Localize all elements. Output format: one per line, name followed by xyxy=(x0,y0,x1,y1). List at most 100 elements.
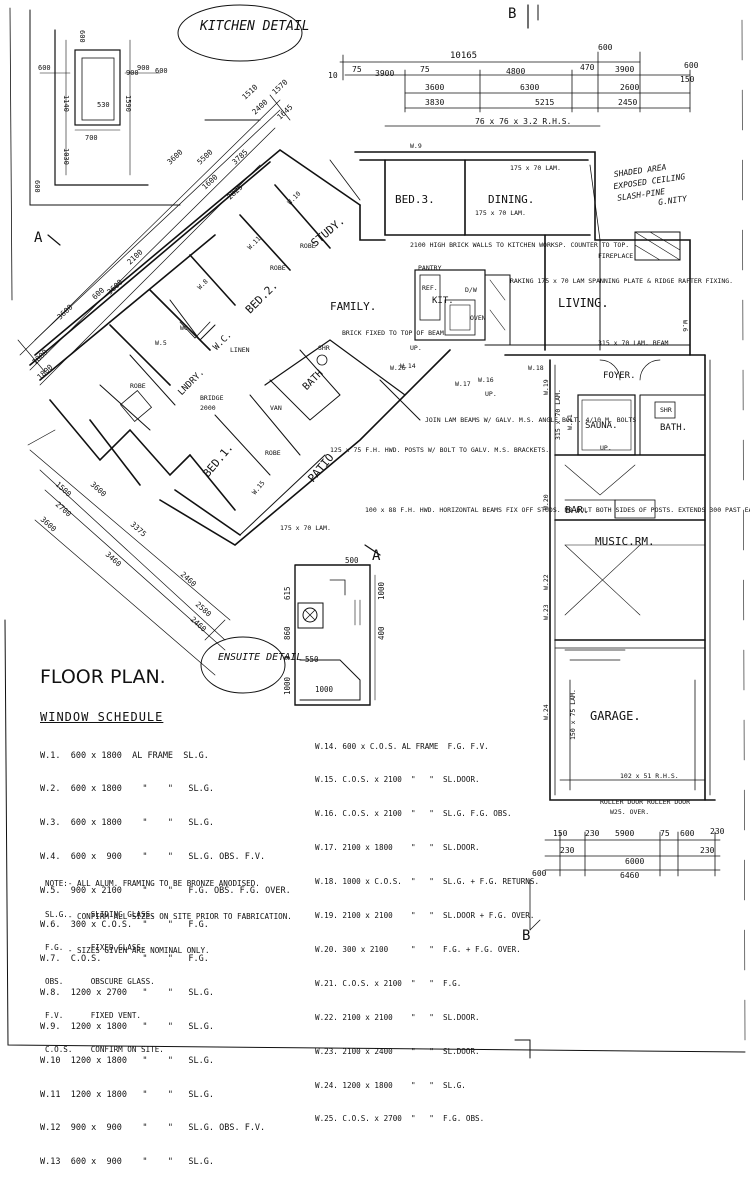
diag-left-1: 600 xyxy=(90,285,106,301)
diag-left-5: 2100 xyxy=(125,247,145,266)
dim-bot-row2-2: 230 xyxy=(700,846,715,855)
w-label-w21: W.21 xyxy=(566,414,574,430)
dim-top-row2-1: 6300 xyxy=(520,83,539,92)
ws1-row-11: W.11 1200 x 1800 " " SL.G. xyxy=(40,1089,214,1100)
kd-dim-2: 1140 xyxy=(62,95,70,112)
dim-top-row3-2: 2450 xyxy=(618,98,637,107)
window-schedule-notes: NOTE:- ALL ALUM. FRAMING TO BE BRONZE AN… xyxy=(45,855,292,968)
small-up-2: UP. xyxy=(600,444,612,452)
note-lam-2: 175 x 70 LAM. xyxy=(475,209,526,217)
small-ref: REF. xyxy=(422,284,438,292)
dim-bot-row1-4: 600 xyxy=(680,829,695,838)
note-lam-4: 315 x 70 LAM. xyxy=(554,389,562,440)
dim-top-row2: 3600 6300 2600 xyxy=(425,83,639,92)
dim-top-row3: 3830 5215 2450 xyxy=(425,98,637,107)
w-label-w8: W.8 xyxy=(196,277,210,291)
dim-top-row3-1: 5215 xyxy=(535,98,554,107)
ws2-row-4: W.17. 2100 x 1800 " " SL.DOOR. xyxy=(315,843,480,853)
w-label-w15: W.15 xyxy=(250,479,266,496)
w-label-w18: W.18 xyxy=(528,364,544,372)
dim-top-row2-2: 2600 xyxy=(620,83,639,92)
note-fireplace: FIREPLACE xyxy=(598,252,633,260)
room-foyer: FOYER. xyxy=(603,371,636,381)
kitchen-detail-sketch xyxy=(29,4,303,206)
dim-top-row1-2: 75 xyxy=(420,65,430,74)
kd-dim-4: 1030 xyxy=(62,148,70,165)
ws2-row-8: W.21. C.O.S. x 2100 " " F.G. xyxy=(315,978,462,988)
ws1-row-7: W.7. C.O.S. " " F.G. xyxy=(40,953,209,964)
ensuite-dim-8: 1000 xyxy=(377,581,386,600)
room-bath: BATH xyxy=(301,368,326,393)
dim-top-overall: 10165 xyxy=(450,51,477,61)
floor-plan-title: FLOOR PLAN. xyxy=(40,666,166,688)
kd-dim-3: 900 xyxy=(137,64,150,72)
diagonal-dimensions-lower xyxy=(27,429,231,676)
small-van: VAN xyxy=(270,404,282,412)
kd-dim-6: 700 xyxy=(85,134,98,142)
w-label-w14: W.14 xyxy=(400,362,416,370)
room-patio: PATIO xyxy=(305,451,336,485)
note-w25: W25. OVER. xyxy=(610,808,649,816)
room-dining: DINING. xyxy=(488,193,534,206)
diag-bot-8: 2460 xyxy=(189,615,209,634)
window-schedule-heading: WINDOW SCHEDULE xyxy=(40,710,164,724)
kd-dim-9: 900 xyxy=(126,69,139,77)
ws2-row-9: W.22. 2100 x 2100 " " SL.DOOR. xyxy=(315,1012,480,1022)
note-lam-bottom: 175 x 70 LAM. xyxy=(280,524,331,532)
small-robe-2: ROBE xyxy=(300,242,316,250)
ws1-row-12: W.12 900 x 900 " " SL.G. OBS. F.V. xyxy=(40,1123,266,1134)
section-marker-top: B xyxy=(508,6,516,22)
ws-note-1: NOTE:- ALL ALUM. FRAMING TO BE BRONZE AN… xyxy=(45,878,260,888)
ensuite-dim-7: 400 xyxy=(377,626,386,640)
ensuite-dim-0: 500 xyxy=(345,556,359,565)
w-label-w23: W.23 xyxy=(542,604,550,620)
diag-left-4: 1800 xyxy=(35,362,55,381)
ws1-row-3: W.3. 600 x 1800 " " SL.G. xyxy=(40,818,214,829)
small-up-1: UP. xyxy=(485,390,497,398)
dim-top-row2-0: 3600 xyxy=(425,83,444,92)
room-garage: GARAGE. xyxy=(590,709,641,723)
ensuite-dim-4: 550 xyxy=(305,655,319,664)
w-label-w19: W.19 xyxy=(542,379,550,395)
dim-top-row1-1: 3900 xyxy=(375,69,394,78)
dim-top-row1: 75 3900 75 4800 470 3900 xyxy=(352,63,634,78)
note-lam-garage: 150 x 75 LAM. xyxy=(569,689,577,740)
ws1-row-6: W.6. 300 x C.O.S. " " F.G. xyxy=(40,920,209,931)
dim-bot-row1-2: 5900 xyxy=(615,829,634,838)
small-shr-1: SHR xyxy=(318,344,330,352)
kd-dim-10: 1590 xyxy=(124,95,132,112)
w-label-w6: W.6 xyxy=(681,320,689,332)
note-raking: RAKING 175 x 70 LAM SPANNING PLATE & RID… xyxy=(510,277,733,285)
diag-top-6: 3785 xyxy=(230,148,249,167)
w-label-w10: W.10 xyxy=(286,190,303,207)
kd-dim-7: 530 xyxy=(97,101,110,109)
ws-note-2: - CONFIRM ALL SIZES ON SITE PRIOR TO FAB… xyxy=(45,912,292,922)
section-marker-bottom: B xyxy=(522,928,530,944)
diag-bot-6: 2460 xyxy=(179,570,199,589)
w-label-wc: WC xyxy=(180,324,188,332)
ensuite-detail-sketch xyxy=(200,564,376,706)
dim-bot-230: 230 xyxy=(710,827,725,836)
ws2-row-2: W.15. C.O.S. x 2100 " " SL.DOOR. xyxy=(315,775,480,785)
dim-top-row1-5: 3900 xyxy=(615,65,634,74)
ensuite-dim-1: 615 xyxy=(283,586,292,600)
small-robe-3: ROBE xyxy=(130,382,146,390)
dim-bot-row1-0: 150 xyxy=(553,829,568,838)
w-label-w5: W.5 xyxy=(155,339,167,347)
small-bridge: BRIDGE xyxy=(200,394,224,402)
ensuite-dim-5: 1000 xyxy=(283,676,292,695)
small-robe-4: ROBE xyxy=(265,449,281,457)
ws1-row-2: W.2. 600 x 1800 " " SL.G. xyxy=(40,784,214,795)
note-fhwp-posts: 125 x 75 F.H. HWD. POSTS W/ BOLT TO GALV… xyxy=(330,446,549,454)
dim-top-row1-0: 75 xyxy=(352,65,362,74)
dim-right-150: 150 xyxy=(680,75,695,84)
note-join-beams: JOIN LAM BEAMS W/ GALV. M.S. ANGLE BOLT.… xyxy=(425,416,636,424)
ws-note-3: - SIZES GIVEN ARE NOMINAL ONLY. xyxy=(45,946,210,956)
dim-top-10: 10 xyxy=(328,71,338,80)
dim-top-600: 600 xyxy=(598,43,613,52)
section-marker-a2: A xyxy=(372,548,381,564)
dim-top-row1-4: 470 xyxy=(580,63,595,72)
room-music: MUSIC.RM. xyxy=(595,535,655,548)
dim-bot-row2-1: 6000 xyxy=(625,857,644,866)
diag-bot-1: 3600 xyxy=(89,480,109,499)
